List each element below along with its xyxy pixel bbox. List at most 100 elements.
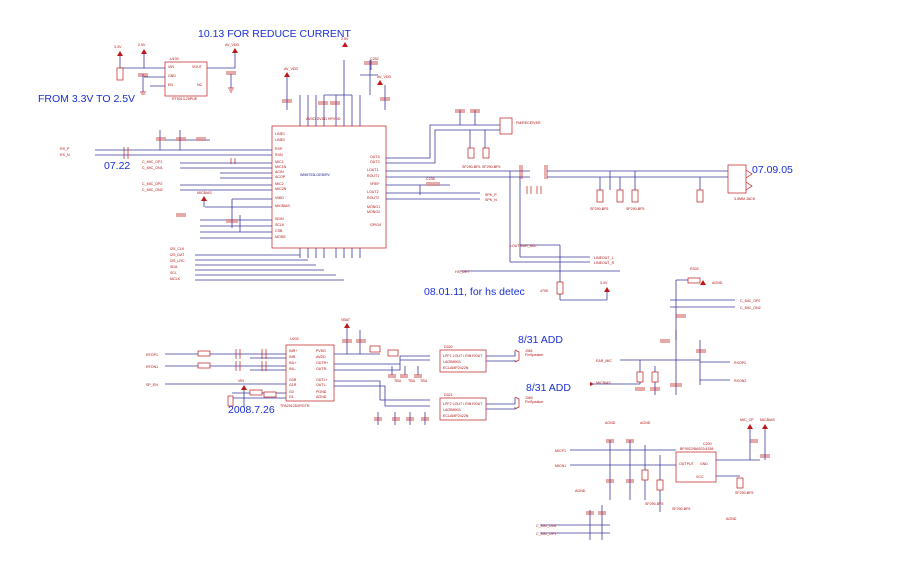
svg-text:SF290-BF5: SF290-BF5 [462, 165, 480, 169]
codec-part-label: WM8753LGEB/RV [300, 173, 330, 177]
mic-ic-label: BF9922/BA922/4158 [680, 447, 713, 451]
svg-text:U100: U100 [170, 57, 179, 61]
svg-text:VMID: VMID [275, 196, 284, 200]
svg-text:EN: EN [168, 83, 173, 87]
c-mic-op1-label: C_MIC_OP1 [142, 160, 162, 164]
mic-op2-right-label: C_MIC_OP2 [740, 299, 760, 303]
svg-text:ROUT2: ROUT2 [367, 196, 379, 200]
svg-text:MODE: MODE [275, 235, 286, 239]
svg-text:ROUT1: ROUT1 [367, 174, 379, 178]
svg-text:RXP: RXP [275, 147, 283, 151]
svg-text:SCL: SCL [170, 271, 177, 275]
svg-text:C238: C238 [426, 177, 435, 181]
note-date-0722: 07.22 [104, 160, 131, 172]
svg-text:I2S_DAT: I2S_DAT [170, 253, 185, 257]
svg-text:TBU: TBU [420, 379, 428, 383]
svg-text:SF290-BF5: SF290-BF5 [626, 207, 644, 211]
svg-text:MICN1: MICN1 [555, 464, 566, 468]
svg-text:VOUT: VOUT [192, 65, 203, 69]
v33-label: 3.3V [114, 45, 122, 49]
svg-text:OUTL+: OUTL+ [316, 378, 328, 382]
hs-det-label: HS_DET [455, 270, 470, 274]
note-hs-detect: 08.01.11, for hs detec [424, 286, 525, 298]
rf-on-label: RFON1 [146, 365, 158, 369]
svg-text:C200: C200 [703, 442, 712, 446]
spk-en-label: SP_EN [146, 383, 158, 387]
svg-text:MIC2N: MIC2N [275, 187, 287, 191]
svg-text:SPK_N: SPK_N [485, 198, 497, 202]
svg-text:SDIN: SDIN [275, 217, 284, 221]
svg-text:GND: GND [168, 74, 176, 78]
svg-text:LAGB8903: LAGB8903 [443, 408, 461, 412]
jack-section: FM/RECEIVER SF290-BF5 SF290-BF5 3.5MM JA… [386, 109, 756, 301]
amp-part-label: TPA2012D2RGTR [280, 404, 310, 408]
svg-text:SF290-BF5: SF290-BF5 [645, 502, 663, 506]
svg-text:OUTPUT: OUTPUT [679, 462, 695, 466]
svg-text:RXOP2: RXOP2 [734, 361, 746, 365]
ear-mic-label: EAR_MIC [596, 359, 612, 363]
svg-text:J361: J361 [525, 349, 533, 353]
micbias-bottom-label: MICBIAS [760, 418, 775, 422]
svg-text:2.5V: 2.5V [341, 37, 349, 41]
note-date-070905: 07.09.05 [752, 164, 793, 176]
svg-text:SCLK: SCLK [275, 223, 285, 227]
svg-text:ACOP: ACOP [275, 175, 286, 179]
note-add-2: 8/31 ADD [526, 382, 571, 394]
micbias-net-label: MICBIAS [197, 191, 212, 195]
c-mic-on2-label: C_MIC_ON2 [142, 188, 163, 192]
note-add-1: 8/31 ADD [518, 334, 563, 346]
svg-text:INR-: INR- [289, 355, 297, 359]
c-mic-on1-bottom-label: C_MIC_ON1 [536, 524, 557, 528]
lpf-bottom-label: LPF2 LOUT / RIN ROUT [443, 402, 483, 406]
svg-text:TBU: TBU [394, 379, 402, 383]
svg-text:I2S_CLK: I2S_CLK [170, 247, 185, 251]
svg-text:PGND: PGND [316, 390, 327, 394]
svg-text:MONO1: MONO1 [367, 205, 380, 209]
svg-text:VREF: VREF [370, 182, 380, 186]
svg-text:MIC1: MIC1 [275, 160, 284, 164]
svg-text:ECLAMP2422N: ECLAMP2422N [443, 414, 469, 418]
svg-text:MCLK: MCLK [170, 277, 181, 281]
svg-text:C252: C252 [370, 57, 379, 61]
svg-text:GND: GND [700, 462, 708, 466]
rf-op-label: RFOP1 [146, 353, 158, 357]
svg-text:LOUT2: LOUT2 [367, 190, 379, 194]
svg-text:MICP1: MICP1 [555, 449, 566, 453]
speaker-2-label: FinSpeaker [525, 400, 544, 404]
svg-text:VBAT: VBAT [341, 318, 351, 322]
note-date-20080726: 2008.7.26 [228, 404, 275, 416]
svg-text:MIC2: MIC2 [275, 182, 284, 186]
svg-text:AV_VDD: AV_VDD [377, 75, 392, 79]
mic-bias-section: AGND C_MIC_OP2 C_MIC_ON2 EAR_MIC MICBIAS… [590, 277, 761, 395]
c-mic-on1-label: C_MIC_ON1 [142, 166, 163, 170]
svg-text:LAGB8903: LAGB8903 [443, 360, 461, 364]
svg-text:NC: NC [197, 83, 203, 87]
svg-text:SF290-BF5: SF290-BF5 [672, 507, 690, 511]
svg-text:I2S_LRC: I2S_LRC [170, 259, 185, 263]
svg-text:3.3V: 3.3V [600, 281, 608, 285]
svg-text:OUTL-: OUTL- [316, 383, 328, 387]
lpf-section: LPF1 LOUT / RIN ROUT LAGB8903 ECLAMP2422… [374, 345, 544, 425]
svg-text:RX_P: RX_P [60, 147, 70, 151]
svg-text:SF290-BF5: SF290-BF5 [735, 491, 753, 495]
svg-text:AV_VDD: AV_VDD [225, 43, 240, 47]
lineout-l-label: LINEOUT_L [594, 256, 614, 260]
jack-label: 3.5MM JACK [734, 197, 756, 201]
agnd-label-3: AGND [605, 421, 616, 425]
lineout-r-label: LINEOUT_R [594, 261, 615, 265]
svg-text:470K: 470K [540, 289, 549, 293]
svg-text:LINE1: LINE1 [275, 132, 285, 136]
svg-text:OUT4: OUT4 [370, 155, 380, 159]
svg-text:TBU: TBU [408, 379, 416, 383]
svg-text:LINE2: LINE2 [275, 138, 285, 142]
note-voltage-change: FROM 3.3V TO 2.5V [38, 93, 136, 105]
svg-text:SPK_P: SPK_P [485, 193, 497, 197]
svg-text:VIN: VIN [238, 379, 244, 383]
svg-text:SF290-BF5: SF290-BF5 [590, 207, 608, 211]
svg-text:ACIN: ACIN [275, 170, 284, 174]
svg-text:GPIO4: GPIO4 [370, 223, 381, 227]
